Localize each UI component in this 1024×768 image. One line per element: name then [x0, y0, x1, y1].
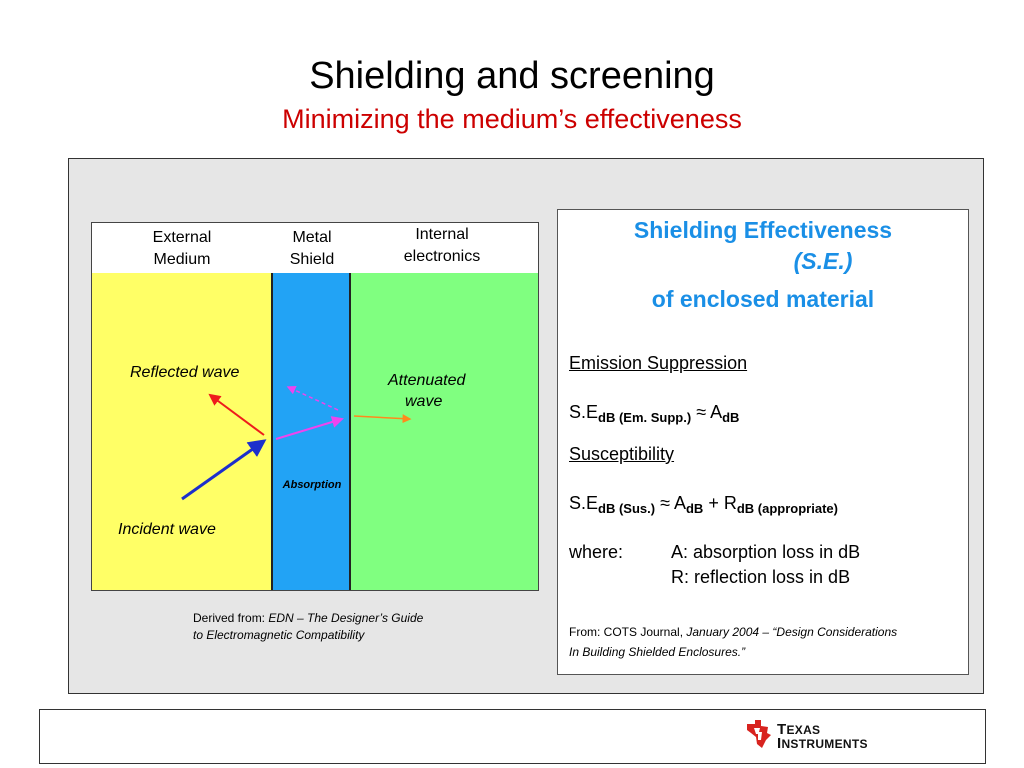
header-internal-line2: electronics	[403, 248, 481, 265]
texas-instruments-logo-icon	[747, 720, 771, 748]
shielding-diagram: External Medium Metal Shield Internal el…	[91, 222, 539, 591]
se-title-line3: of enclosed material	[651, 286, 875, 312]
metal-shield-zone	[272, 273, 350, 590]
header-metal-shield: Metal Shield	[272, 227, 352, 271]
attenuated-arrow	[353, 414, 412, 424]
header-external-line1: External	[152, 229, 212, 246]
header-external-line2: Medium	[153, 251, 211, 268]
reflected-wave-label: Reflected wave	[130, 364, 240, 381]
se-title-line1: Shielding Effectiveness	[633, 217, 893, 243]
derived-source-line1: EDN – The Designer’s Guide	[268, 611, 424, 625]
absorption-label: Absorption	[282, 479, 342, 491]
where-absorption-definition: A: absorption loss in dB	[671, 542, 861, 562]
derived-source-line2: to Electromagnetic Compatibility	[193, 628, 365, 642]
from-italic-line2: In Building Shielded Enclosures.”	[569, 645, 746, 659]
header-metal-line1: Metal	[292, 229, 332, 246]
internal-electronics-zone	[350, 273, 538, 590]
header-internal-line1: Internal	[415, 226, 469, 243]
susceptibility-approx: ≈ A	[655, 493, 686, 513]
emission-lhs-sub: dB (Em. Supp.)	[598, 410, 692, 425]
susceptibility-lhs-sub: dB (Sus.)	[598, 501, 656, 516]
derived-prefix: Derived from:	[193, 611, 269, 625]
susceptibility-lhs: S.E	[569, 493, 599, 513]
emission-formula: S.EdB (Em. Supp.) ≈ AdB	[569, 402, 739, 425]
susceptibility-a-sub: dB	[685, 501, 704, 516]
texas-instruments-wordmark: Texas Instruments	[777, 721, 868, 752]
se-source-citation: From: COTS Journal, January 2004 – “Desi…	[569, 622, 964, 662]
logo-line1: Texas	[777, 721, 821, 738]
absorption-arrow	[275, 416, 344, 440]
header-internal-electronics: Internal electronics	[387, 224, 497, 268]
se-title-line2: (S.E.)	[793, 248, 853, 274]
where-reflection-definition: R: reflection loss in dB	[671, 567, 851, 587]
logo-line2: Instruments	[777, 735, 868, 752]
shielding-effectiveness-panel: Shielding Effectiveness (S.E.) of enclos…	[557, 209, 969, 675]
attenuated-label-line1: Attenuated	[388, 372, 466, 389]
footer-bar	[39, 709, 986, 764]
weak-reflection-arrow	[286, 386, 339, 411]
incident-arrow	[181, 439, 267, 501]
diagram-source-citation: Derived from: EDN – The Designer’s Guide…	[193, 610, 533, 644]
emission-suppression-heading: Emission Suppression	[569, 353, 748, 373]
emission-a-sub: dB	[722, 410, 740, 425]
header-metal-line2: Shield	[289, 251, 335, 268]
slide-title: Shielding and screening	[309, 55, 715, 97]
slide-subtitle: Minimizing the medium’s effectiveness	[282, 104, 742, 134]
emission-approx: ≈ A	[691, 402, 723, 422]
susceptibility-formula: S.EdB (Sus.) ≈ AdB + RdB (appropriate)	[569, 493, 838, 516]
attenuated-label-line2: wave	[405, 393, 443, 410]
emission-lhs: S.E	[569, 402, 599, 422]
susceptibility-r-sub: dB (appropriate)	[736, 501, 838, 516]
where-label: where:	[569, 542, 624, 562]
shield-left-border	[271, 273, 273, 590]
susceptibility-plus: + R	[703, 493, 737, 513]
wave-arrows	[181, 386, 412, 501]
incident-wave-label: Incident wave	[118, 521, 216, 538]
attenuated-wave-label: Attenuated wave	[388, 370, 498, 412]
external-medium-zone	[92, 273, 272, 590]
shield-right-border	[349, 273, 351, 590]
from-prefix: From: COTS Journal,	[569, 625, 687, 639]
reflected-arrow	[208, 393, 265, 436]
susceptibility-heading: Susceptibility	[569, 444, 675, 464]
header-external-medium: External Medium	[132, 227, 232, 271]
from-italic-line1: January 2004 – “Design Considerations	[686, 625, 898, 639]
